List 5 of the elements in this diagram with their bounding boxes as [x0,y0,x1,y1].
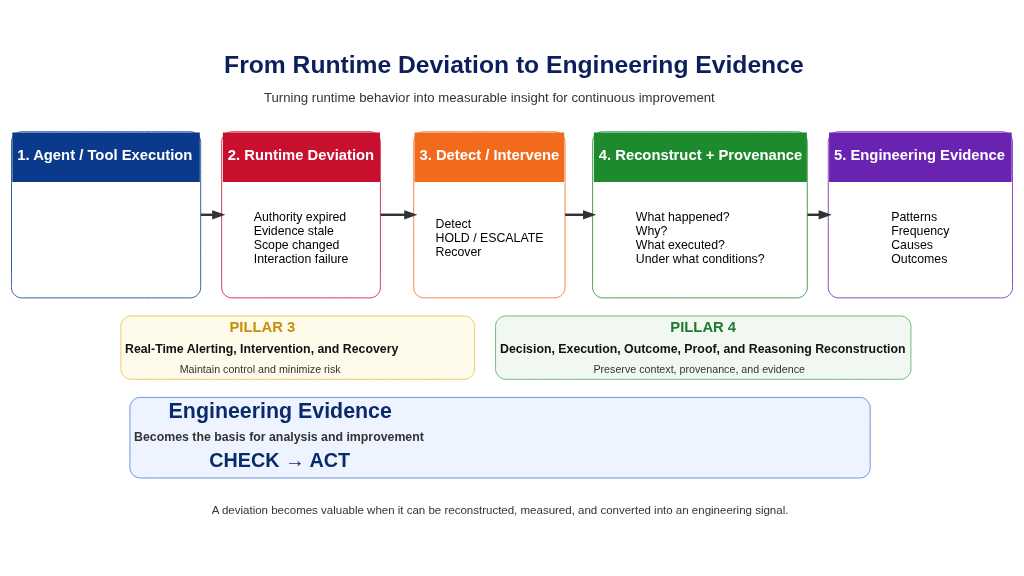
arrow [565,210,597,220]
label: Turning runtime behavior into measurable insight for continuous improvement [264,89,715,105]
arrow [380,210,418,220]
diagram-title: From Runtime Deviation to Engineering Evidence [224,50,804,78]
caption: A deviation becomes valuable when it can be reconstructed, measured, and converted into an engineering signal. [211,503,789,516]
